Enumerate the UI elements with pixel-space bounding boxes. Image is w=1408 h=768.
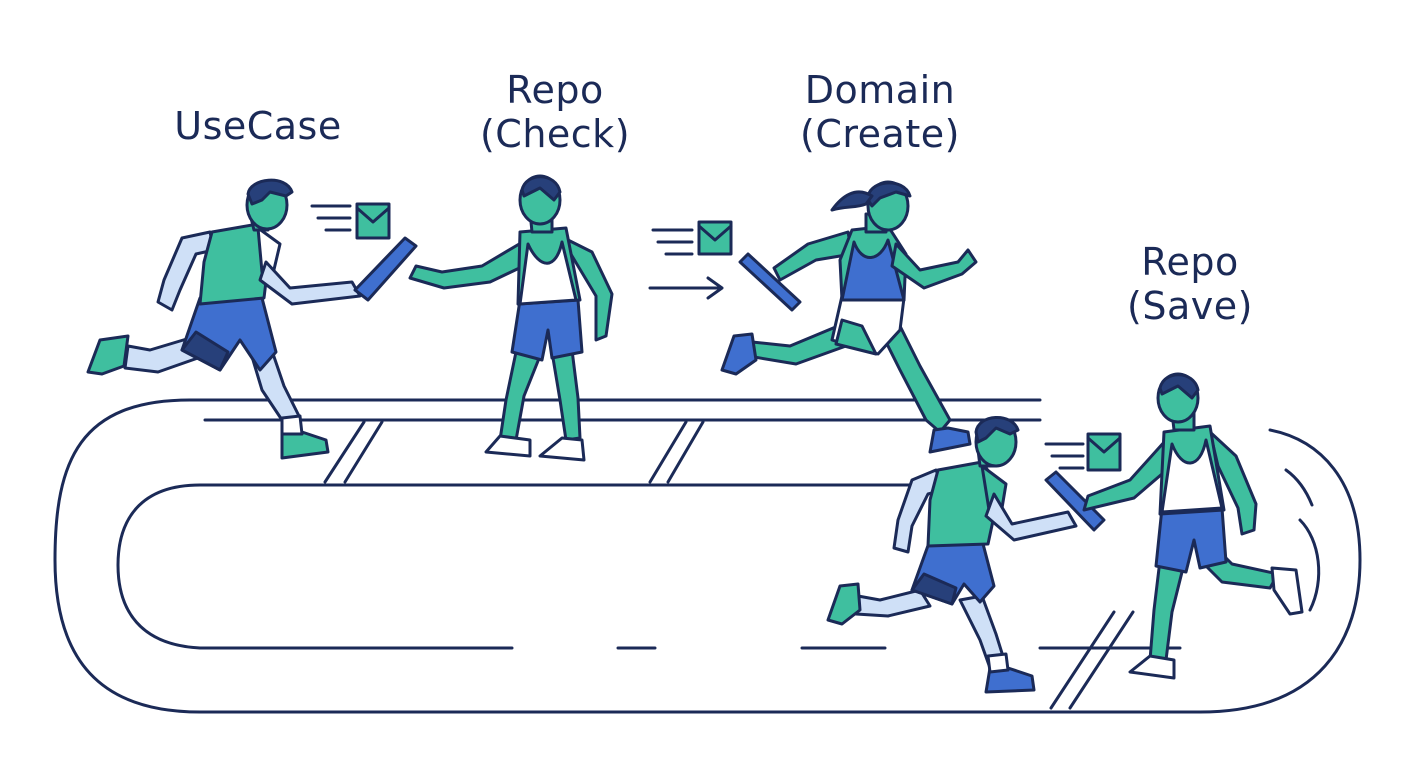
running-track (53, 398, 1362, 714)
runner-repo-save (1082, 372, 1304, 680)
stage-label-line: Repo (506, 68, 604, 112)
runner-usecase (86, 178, 418, 460)
stage-label-line: (Save) (1127, 284, 1253, 328)
stage-label-line: Repo (1141, 240, 1239, 284)
runner-domain-create (720, 180, 978, 454)
envelope-icon (1044, 432, 1122, 472)
stage-label-repo-check: Repo (Check) (460, 68, 650, 156)
stage-label-line: (Create) (800, 112, 960, 156)
envelope-icon (651, 220, 733, 256)
arrow-right-icon (648, 276, 724, 300)
runner-handoff-passer (826, 416, 1106, 694)
runner-repo-check (408, 174, 614, 462)
stage-label-line: UseCase (174, 104, 342, 148)
stage-label-line: Domain (804, 68, 956, 112)
stage-label-usecase: UseCase (158, 104, 358, 148)
baton-icon (1044, 470, 1106, 532)
baton-icon (738, 252, 802, 312)
envelope-icon (310, 202, 391, 240)
stage-label-repo-save: Repo (Save) (1100, 240, 1280, 328)
stage-label-line: (Check) (479, 112, 631, 156)
baton-icon (353, 236, 418, 302)
stage-label-domain-create: Domain (Create) (780, 68, 980, 156)
